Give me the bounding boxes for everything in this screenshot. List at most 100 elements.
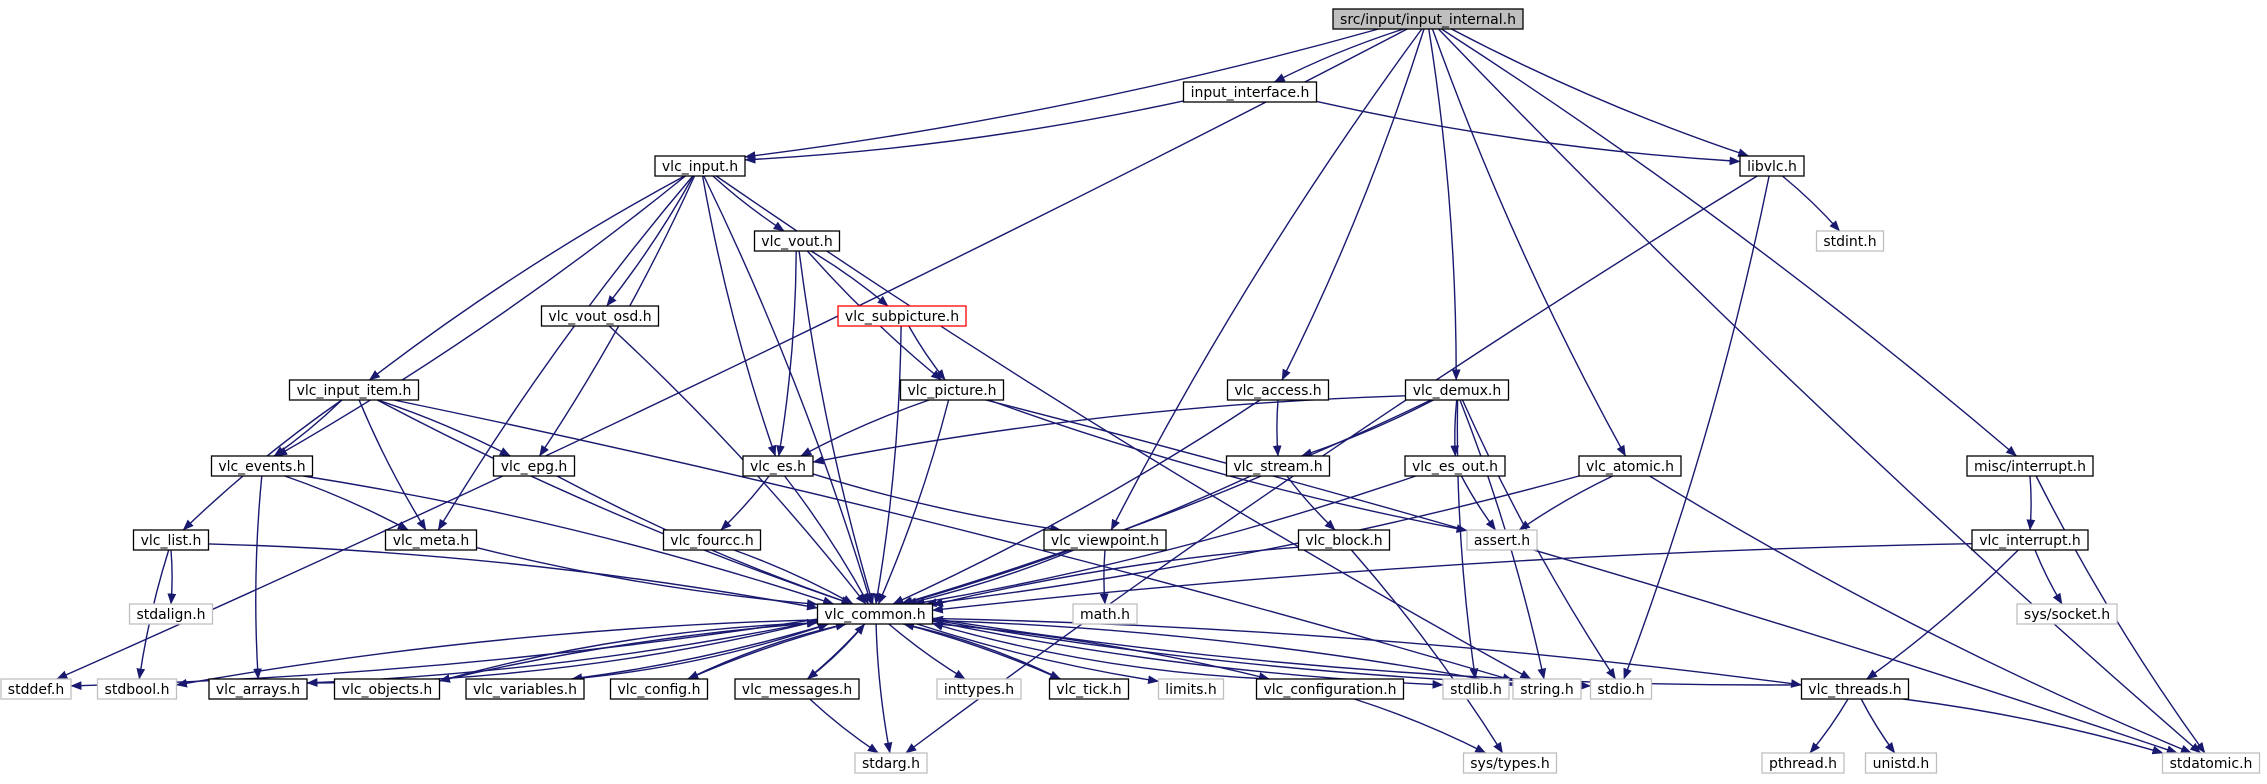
node-stdalign: stdalign.h	[128, 603, 214, 625]
node-box	[654, 155, 746, 177]
node-vlc-viewpoint[interactable]: vlc_viewpoint.h	[1043, 529, 1167, 551]
node-label: stdint.h	[1823, 234, 1876, 250]
node-label: stdlib.h	[1450, 682, 1502, 698]
edge-vlc_es_out-to-assert	[1460, 475, 1497, 531]
node-label: vlc_vout.h	[761, 234, 832, 250]
node-box	[1442, 678, 1510, 700]
edge-vlc_block-to-sys_types	[1350, 549, 1504, 754]
node-label: assert.h	[1474, 533, 1530, 549]
node-vlc-input-item[interactable]: vlc_input_item.h	[288, 379, 420, 401]
edge-vlc_input-to-vlc_common	[703, 175, 873, 605]
node-label: stdalign.h	[136, 607, 205, 623]
edge-vlc_access-to-vlc_stream	[1272, 399, 1282, 457]
node-label: inttypes.h	[944, 682, 1014, 698]
node-vlc-epg[interactable]: vlc_epg.h	[492, 455, 576, 477]
node-vlc-interrupt[interactable]: vlc_interrupt.h	[1971, 529, 2089, 551]
edge-vlc_access-to-vlc_common	[892, 399, 1261, 605]
node-vlc-vout-osd[interactable]: vlc_vout_osd.h	[540, 305, 660, 327]
node-label: vlc_input.h	[662, 159, 738, 175]
node-label: unistd.h	[1873, 756, 1930, 772]
edge-vlc_viewpoint-to-math	[1099, 549, 1109, 605]
node-box	[1800, 678, 1910, 700]
node-box	[1404, 379, 1510, 401]
edge-vlc_common-to-vlc_threads	[932, 617, 1803, 688]
node-vlc-atomic[interactable]: vlc_atomic.h	[1578, 455, 1682, 477]
node-box	[2016, 603, 2118, 625]
edge-vlc_atomic-to-vlc_common	[925, 475, 1580, 608]
node-vlc-es-out[interactable]: vlc_es_out.h	[1404, 455, 1506, 477]
node-box	[1048, 678, 1130, 700]
node-box	[0, 678, 72, 700]
node-vlc-common[interactable]: vlc_common.h	[816, 603, 934, 625]
node-box	[128, 603, 214, 625]
node-vlc-access[interactable]: vlc_access.h	[1226, 379, 1330, 401]
node-box	[753, 230, 841, 252]
node-vlc-list[interactable]: vlc_list.h	[132, 529, 210, 551]
edge-vlc_input_item-to-vlc_events	[273, 399, 343, 457]
node-vlc-meta[interactable]: vlc_meta.h	[384, 529, 478, 551]
node-box	[384, 529, 478, 551]
edge-vlc_viewpoint-to-vlc_common	[905, 549, 1075, 606]
node-libvlc[interactable]: libvlc.h	[1739, 155, 1805, 177]
node-label: stddef.h	[8, 682, 64, 698]
node-vlc-vout[interactable]: vlc_vout.h	[753, 230, 841, 252]
node-vlc-objects[interactable]: vlc_objects.h	[333, 678, 441, 700]
node-label: sys/socket.h	[2024, 607, 2110, 623]
node-sys-socket: sys/socket.h	[2016, 603, 2118, 625]
edge-vlc_demux-to-vlc_es_out	[1450, 399, 1460, 457]
node-sys-types: sys/types.h	[1462, 752, 1558, 774]
edge-vlc_messages-to-stdarg	[809, 698, 879, 754]
node-vlc-es[interactable]: vlc_es.h	[742, 455, 814, 477]
node-label: stdbool.h	[105, 682, 170, 698]
node-vlc-demux[interactable]: vlc_demux.h	[1404, 379, 1510, 401]
node-vlc-variables[interactable]: vlc_variables.h	[465, 678, 585, 700]
edge-vlc_messages-to-vlc_common	[806, 623, 866, 680]
node-box	[1297, 529, 1391, 551]
node-vlc-arrays[interactable]: vlc_arrays.h	[208, 678, 308, 700]
node-label: vlc_list.h	[141, 533, 202, 549]
node-vlc-threads[interactable]: vlc_threads.h	[1800, 678, 1910, 700]
node-vlc-config[interactable]: vlc_config.h	[609, 678, 709, 700]
node-vlc-tick[interactable]: vlc_tick.h	[1048, 678, 1130, 700]
node-label: math.h	[1080, 607, 1130, 623]
node-inttypes: inttypes.h	[936, 678, 1022, 700]
node-vlc-block[interactable]: vlc_block.h	[1297, 529, 1391, 551]
node-misc-interrupt[interactable]: misc/interrupt.h	[1966, 455, 2094, 477]
edge-vlc_common-to-stddef	[70, 618, 818, 691]
edge-vlc_es_out-to-vlc_common	[913, 475, 1417, 607]
node-label: vlc_configuration.h	[1263, 682, 1396, 698]
node-vlc-stream[interactable]: vlc_stream.h	[1225, 455, 1331, 477]
node-box	[96, 678, 178, 700]
node-vlc-configuration[interactable]: vlc_configuration.h	[1255, 678, 1405, 700]
node-input-internal[interactable]: src/input/input_internal.h	[1332, 8, 1524, 30]
node-label: vlc_threads.h	[1808, 682, 1901, 698]
node-vlc-picture[interactable]: vlc_picture.h	[899, 379, 1005, 401]
node-vlc-fourcc[interactable]: vlc_fourcc.h	[662, 529, 762, 551]
edge-vlc_atomic-to-stdatomic	[1649, 475, 2192, 754]
node-vlc-input[interactable]: vlc_input.h	[654, 155, 746, 177]
node-box	[1466, 529, 1538, 551]
edge-vlc_input-to-vlc_vout	[712, 175, 785, 232]
edge-vlc_stream-to-vlc_block	[1286, 475, 1336, 531]
edge-vlc_common-to-inttypes	[888, 623, 966, 680]
node-label: vlc_common.h	[824, 607, 925, 623]
edge-vlc_input-to-vlc_meta	[437, 175, 694, 531]
node-stdarg: stdarg.h	[854, 752, 928, 774]
node-vlc-subpicture[interactable]: vlc_subpicture.h	[837, 305, 967, 327]
edge-vlc_atomic-to-assert	[1518, 475, 1614, 531]
node-vlc-messages[interactable]: vlc_messages.h	[734, 678, 860, 700]
node-label: vlc_interrupt.h	[1979, 533, 2081, 549]
node-label: vlc_epg.h	[501, 459, 568, 475]
node-label: vlc_stream.h	[1233, 459, 1322, 475]
node-input-interface[interactable]: input_interface.h	[1182, 81, 1318, 103]
node-box	[1226, 379, 1330, 401]
edges-layer	[56, 28, 2206, 755]
node-box	[899, 379, 1005, 401]
node-box	[1255, 678, 1405, 700]
node-box	[492, 455, 576, 477]
node-label: vlc_config.h	[617, 682, 700, 698]
node-box	[1072, 603, 1138, 625]
node-box	[132, 529, 210, 551]
node-box	[1739, 155, 1805, 177]
node-vlc-events[interactable]: vlc_events.h	[210, 455, 314, 477]
